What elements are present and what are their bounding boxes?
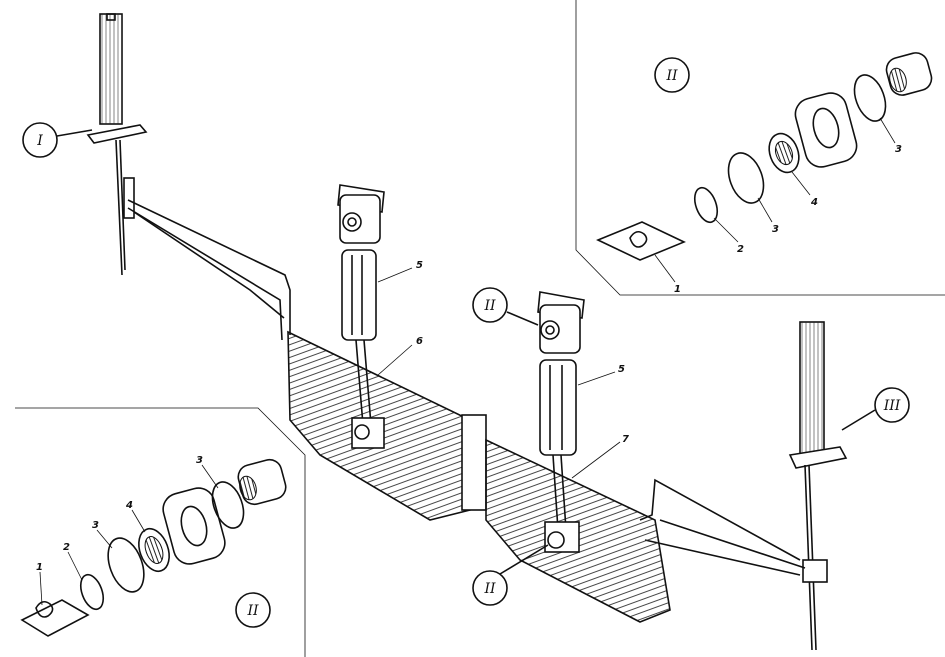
leaders-inset-top <box>654 117 896 283</box>
left-indicator-post <box>86 13 148 276</box>
inset-frame-top-right <box>575 0 945 296</box>
part-number-7: 7 <box>622 434 629 445</box>
part-number-inset-bottom-3a: 3 <box>92 520 99 531</box>
callout-II-inset-bottom: II <box>235 592 271 628</box>
callout-II-inset-top: II <box>654 57 690 93</box>
part-number-5-right: 5 <box>618 364 625 375</box>
part-number-inset-top-2: 2 <box>737 244 744 255</box>
left-actuator <box>337 184 385 449</box>
inset-frame-bottom-left <box>15 407 306 657</box>
callout-I-label: I <box>36 133 43 149</box>
right-actuator <box>537 291 585 553</box>
part-number-inset-bottom-2: 2 <box>63 542 70 553</box>
part-number-inset-top-3b: 3 <box>895 144 902 155</box>
callout-I: I <box>22 122 93 158</box>
callout-II-main-lower: II <box>472 544 549 606</box>
callout-II-main-lower-label: II <box>483 581 496 597</box>
leaders-main <box>377 267 621 479</box>
leaders-inset-bottom <box>39 464 219 606</box>
right-indicator-post <box>788 321 848 651</box>
part-number-inset-bottom-3b: 3 <box>196 455 203 466</box>
part-number-inset-bottom-4: 4 <box>125 500 133 511</box>
callout-II-inset-bottom-label: II <box>246 603 259 619</box>
part-number-inset-top-4: 4 <box>810 197 818 208</box>
right-linkage-rods <box>639 478 806 576</box>
callout-III: III <box>841 387 910 431</box>
part-number-6: 6 <box>416 336 423 347</box>
callout-II-main-upper-label: II <box>483 298 496 314</box>
inset-bottom-exploded-view <box>20 458 287 637</box>
part-number-inset-top-3a: 3 <box>772 224 779 235</box>
callout-II-main-upper: II <box>472 287 539 326</box>
inset-top-exploded-view <box>596 52 933 261</box>
left-linkage-rods <box>127 199 291 341</box>
part-number-inset-bottom-1: 1 <box>36 562 43 573</box>
callout-II-inset-top-label: II <box>665 68 678 84</box>
part-number-5-left: 5 <box>416 260 423 271</box>
callout-III-label: III <box>883 398 901 414</box>
part-number-inset-top-1: 1 <box>674 284 681 295</box>
left-flap-panel <box>287 330 487 521</box>
